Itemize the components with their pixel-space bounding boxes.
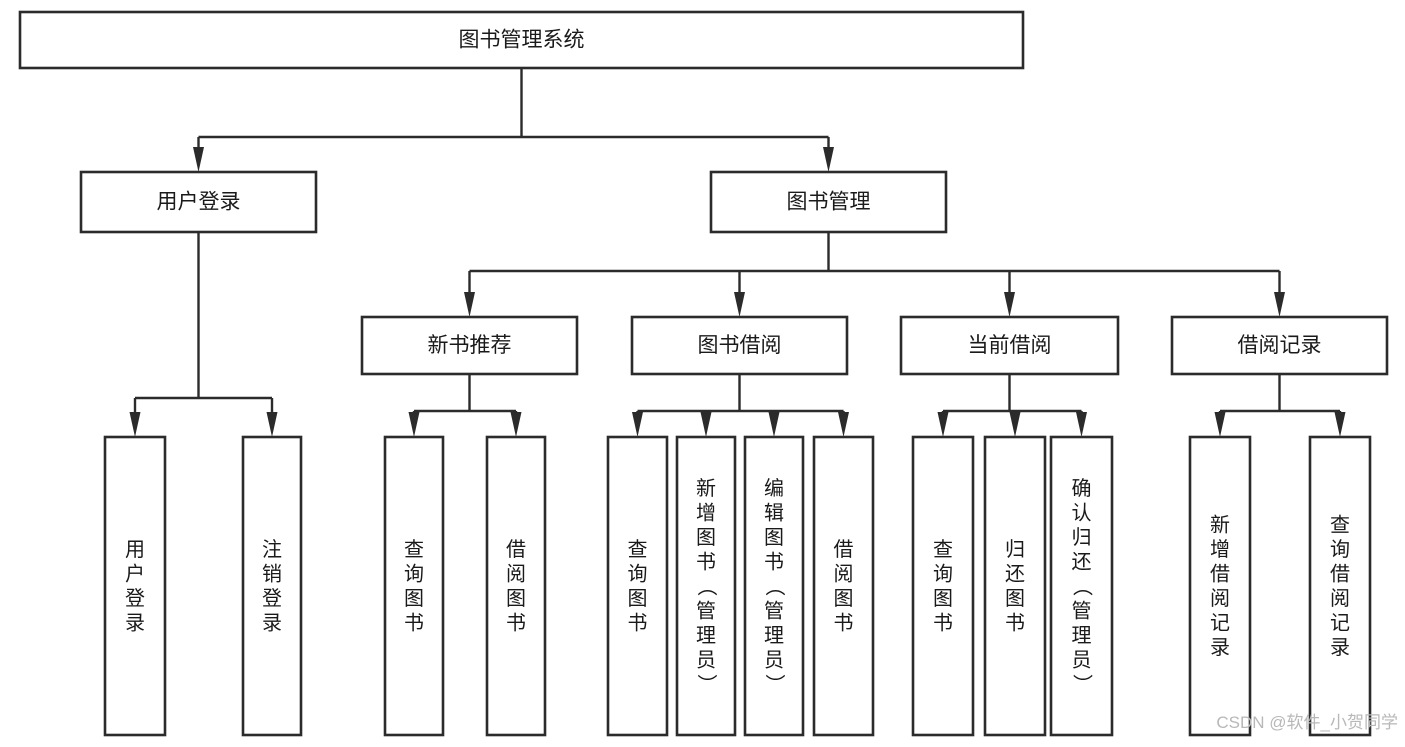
arrow-leaf-borrow-book [838, 412, 849, 437]
node-box-leaf-confirm-return[interactable] [1049, 435, 1114, 737]
node-leaf-borrow-book[interactable]: 借阅图书 [812, 435, 875, 737]
node-leaf-query-record[interactable]: 查询借阅记录 [1308, 435, 1372, 737]
node-leaf-query-book-cur[interactable]: 查询图书 [911, 435, 975, 737]
node-label-book-manage: 图书管理 [787, 191, 871, 214]
node-leaf-confirm-return[interactable]: 确认归还（管理员） [1049, 435, 1114, 737]
node-borrow-record[interactable]: 借阅记录 [1170, 315, 1389, 376]
node-label-leaf-user-login: 用户登录 [125, 539, 145, 635]
node-box-leaf-add-record[interactable] [1188, 435, 1252, 737]
node-box-leaf-return-book[interactable] [983, 435, 1047, 737]
node-label-current-borrow: 当前借阅 [968, 334, 1052, 357]
arrow-leaf-query-book-cur [937, 412, 949, 437]
arrow-book-manage [823, 147, 834, 172]
node-label-new-book-rec: 新书推荐 [428, 334, 512, 357]
arrow-borrow-record [1274, 292, 1285, 317]
node-label-borrow-record: 借阅记录 [1238, 334, 1322, 357]
node-label-leaf-confirm-return: 确认归还（管理员） [1072, 477, 1093, 696]
arrow-leaf-user-login [129, 412, 141, 437]
node-leaf-add-record[interactable]: 新增借阅记录 [1188, 435, 1252, 737]
arrow-leaf-add-record [1214, 412, 1226, 437]
arrow-leaf-query-book-rec [408, 412, 420, 437]
arrow-leaf-return-book [1009, 412, 1021, 437]
node-label-root: 图书管理系统 [459, 29, 585, 52]
node-label-leaf-query-book-cur: 查询图书 [933, 538, 953, 635]
node-new-book-rec[interactable]: 新书推荐 [360, 315, 579, 376]
node-current-borrow[interactable]: 当前借阅 [899, 315, 1120, 376]
node-box-book-borrow[interactable] [630, 315, 849, 376]
arrow-current-borrow [1004, 292, 1015, 317]
node-box-book-manage[interactable] [709, 170, 948, 234]
node-leaf-query-book-rec[interactable]: 查询图书 [383, 435, 445, 737]
node-label-leaf-add-record: 新增借阅记录 [1210, 514, 1230, 660]
node-leaf-add-book[interactable]: 新增图书（管理员） [675, 435, 737, 737]
node-box-leaf-user-login[interactable] [103, 435, 167, 737]
node-label-leaf-borrow-book: 借阅图书 [834, 538, 854, 635]
arrow-leaf-borrow-book-rec [510, 412, 522, 437]
arrow-new-book-rec [464, 292, 475, 317]
node-box-borrow-record[interactable] [1170, 315, 1389, 376]
node-box-leaf-edit-book[interactable] [743, 435, 805, 737]
csdn-watermark: CSDN @软件_小贺同学 [1216, 713, 1398, 732]
node-layer: 图书管理系统用户登录图书管理新书推荐图书借阅当前借阅借阅记录用户登录注销登录查询… [18, 10, 1389, 737]
node-user-login[interactable]: 用户登录 [79, 170, 318, 234]
node-label-leaf-query-book-rec: 查询图书 [404, 538, 424, 635]
node-box-root[interactable] [18, 10, 1025, 70]
node-book-manage[interactable]: 图书管理 [709, 170, 948, 234]
node-label-user-login: 用户登录 [157, 191, 241, 214]
node-label-leaf-query-record: 查询借阅记录 [1330, 514, 1350, 660]
node-leaf-borrow-book-rec[interactable]: 借阅图书 [485, 435, 547, 737]
node-box-leaf-query-book-cur[interactable] [911, 435, 975, 737]
node-box-leaf-borrow-book-rec[interactable] [485, 435, 547, 737]
node-book-borrow[interactable]: 图书借阅 [630, 315, 849, 376]
node-box-new-book-rec[interactable] [360, 315, 579, 376]
node-label-leaf-edit-book: 编辑图书（管理员） [764, 477, 785, 696]
arrow-leaf-logout [266, 412, 278, 437]
node-label-book-borrow: 图书借阅 [698, 334, 782, 357]
node-label-leaf-logout: 注销登录 [262, 538, 282, 635]
node-label-leaf-return-book: 归还图书 [1005, 538, 1025, 635]
arrow-leaf-query-record [1334, 412, 1346, 437]
node-leaf-logout[interactable]: 注销登录 [241, 435, 303, 737]
node-root[interactable]: 图书管理系统 [18, 10, 1025, 70]
node-label-leaf-borrow-book-rec: 借阅图书 [506, 538, 526, 635]
node-box-leaf-add-book[interactable] [675, 435, 737, 737]
node-label-leaf-add-book: 新增图书（管理员） [696, 477, 717, 696]
node-leaf-user-login[interactable]: 用户登录 [103, 435, 167, 737]
arrow-user-login [193, 147, 204, 172]
connector-layer [129, 68, 1346, 437]
node-box-leaf-query-book-rec[interactable] [383, 435, 445, 737]
node-box-leaf-query-record[interactable] [1308, 435, 1372, 737]
arrow-leaf-edit-book [768, 412, 780, 437]
node-box-leaf-borrow-book[interactable] [812, 435, 875, 737]
node-box-leaf-query-book-borrow[interactable] [606, 435, 669, 737]
node-box-user-login[interactable] [79, 170, 318, 234]
arrow-leaf-query-book-borrow [632, 412, 643, 437]
node-label-leaf-query-book-borrow: 查询图书 [628, 538, 648, 635]
node-leaf-return-book[interactable]: 归还图书 [983, 435, 1047, 737]
node-leaf-query-book-borrow[interactable]: 查询图书 [606, 435, 669, 737]
node-box-leaf-logout[interactable] [241, 435, 303, 737]
arrow-book-borrow [734, 292, 745, 317]
arrow-leaf-confirm-return [1076, 412, 1087, 437]
node-leaf-edit-book[interactable]: 编辑图书（管理员） [743, 435, 805, 737]
arrow-leaf-add-book [700, 412, 712, 437]
node-box-current-borrow[interactable] [899, 315, 1120, 376]
